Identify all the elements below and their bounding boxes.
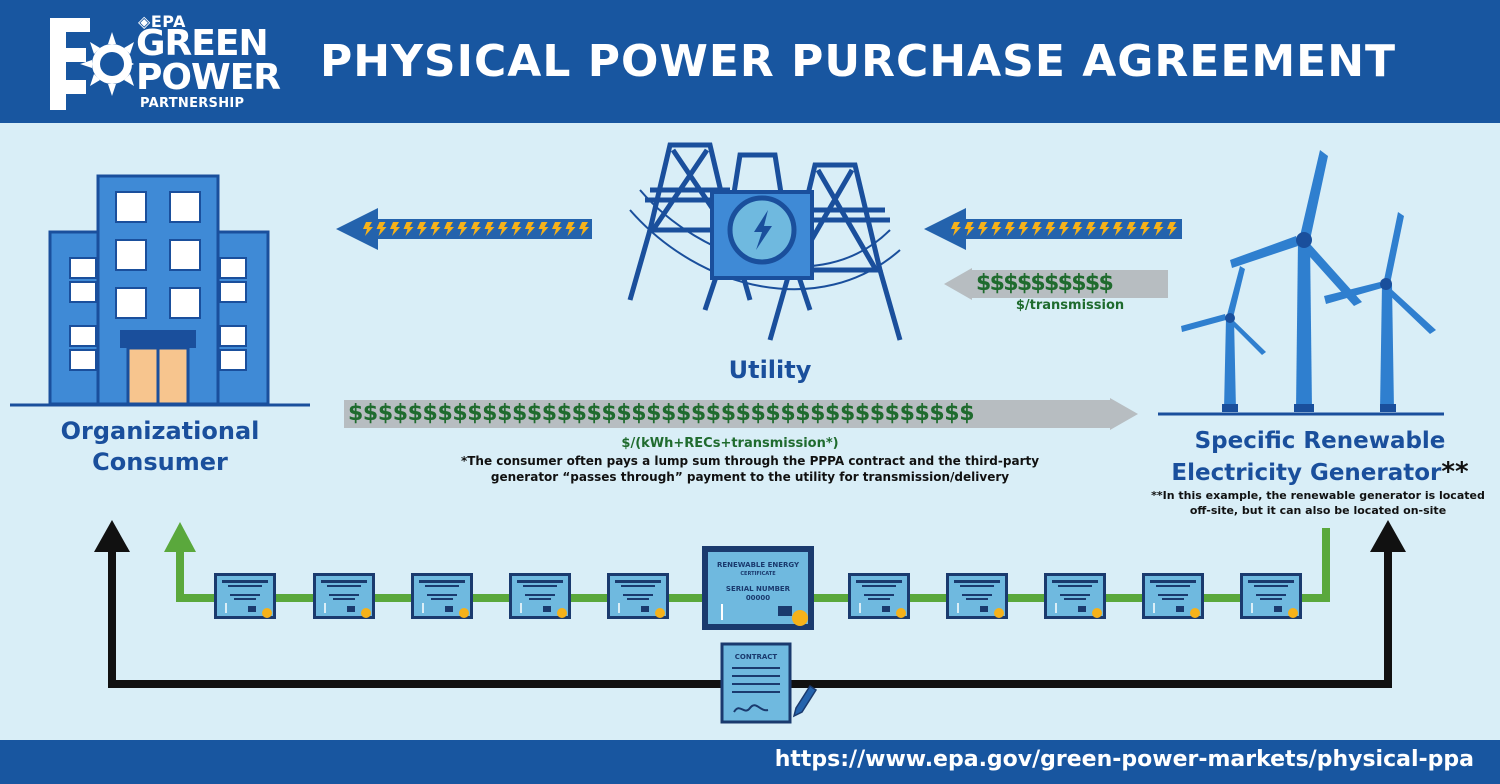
renewable-energy-certificate-small[interactable] bbox=[847, 572, 911, 620]
renewable-energy-certificate-small[interactable] bbox=[1239, 572, 1303, 620]
generator-note: **In this example, the renewable generat… bbox=[1140, 488, 1496, 518]
energy-arrow-utility-to-consumer bbox=[336, 208, 592, 250]
wind-turbine-icon[interactable] bbox=[1158, 150, 1444, 416]
signature-icon bbox=[733, 704, 769, 713]
footer-banner: https://www.epa.gov/green-power-markets/… bbox=[0, 740, 1500, 784]
transmission-payment-label: $/transmission bbox=[1015, 298, 1125, 313]
office-building-icon[interactable] bbox=[10, 174, 310, 407]
utility-label: Utility bbox=[728, 356, 812, 384]
consumer-payment-note-line2: generator “passes through” payment to th… bbox=[490, 470, 1010, 484]
consumer-payment-label: $/(kWh+RECs+transmission*) bbox=[621, 436, 839, 451]
certificate-title: RENEWABLE ENERGY bbox=[717, 561, 800, 569]
consumer-dollar-signs: $$$$$$$$$$$$$$$$$$$$$$$$$$$$$$$$$$$$$$$$… bbox=[348, 401, 975, 426]
logo-line3: PARTNERSHIP bbox=[140, 96, 245, 111]
consumer-payment-note-line1: *The consumer often pays a lump sum thro… bbox=[460, 454, 1040, 468]
generator-label: Specific Renewable Electricity Generator… bbox=[1150, 426, 1490, 489]
consumer-label-line1: Organizational bbox=[60, 417, 260, 445]
contract-title: CONTRACT bbox=[735, 653, 778, 661]
utility-meter-icon bbox=[710, 190, 814, 280]
certificate-serial-value: 00000 bbox=[746, 594, 770, 602]
renewable-energy-certificate-large[interactable]: RENEWABLE ENERGY CERTIFICATE SERIAL NUMB… bbox=[702, 546, 814, 630]
generator-footnote-mark: ** bbox=[1441, 457, 1469, 487]
renewable-energy-certificate-small[interactable] bbox=[312, 572, 376, 620]
logo-line1: GREEN bbox=[136, 23, 269, 64]
solar-panel-mini-icon bbox=[778, 606, 792, 616]
consumer-payment-arrow bbox=[344, 398, 1138, 430]
renewable-energy-certificate-small[interactable] bbox=[508, 572, 572, 620]
generator-note-line2: off-site, but it can also be located on-… bbox=[1189, 504, 1447, 517]
contract-document-icon[interactable]: CONTRACT bbox=[720, 642, 818, 724]
epa-green-power-logo[interactable]: ◈EPA GREEN POWER PARTNERSHIP bbox=[50, 10, 290, 111]
renewable-energy-certificate-small[interactable] bbox=[1141, 572, 1205, 620]
rec-arrow-to-consumer bbox=[164, 522, 196, 552]
generator-note-line1: **In this example, the renewable generat… bbox=[1151, 489, 1485, 502]
sunburst-icon bbox=[50, 18, 134, 110]
logo-agency-text: EPA bbox=[150, 12, 186, 31]
renewable-energy-certificate-small[interactable] bbox=[1043, 572, 1107, 620]
renewable-energy-certificate-small[interactable] bbox=[213, 572, 277, 620]
energy-arrow-generator-to-utility bbox=[924, 208, 1182, 250]
transmission-dollar-signs: $$$$$$$$$$ bbox=[976, 271, 1114, 296]
header-banner: ◈EPA GREEN POWER PARTNERSHIP PHYSICAL PO… bbox=[0, 0, 1500, 123]
transmission-payment-arrow bbox=[944, 268, 1168, 300]
renewable-energy-certificate-small[interactable] bbox=[410, 572, 474, 620]
renewable-energy-certificate-small[interactable] bbox=[945, 572, 1009, 620]
renewable-energy-certificate-small[interactable] bbox=[606, 572, 670, 620]
epa-leaf-icon: ◈ bbox=[138, 12, 151, 31]
pen-icon bbox=[792, 684, 818, 718]
contract-arrow-to-generator bbox=[1370, 520, 1406, 552]
consumer-label: Organizational Consumer bbox=[30, 416, 290, 478]
certificate-subtitle: CERTIFICATE bbox=[740, 571, 776, 577]
generator-label-line2-text: Electricity Generator bbox=[1171, 460, 1442, 486]
generator-label-line2: Electricity Generator** bbox=[1150, 457, 1490, 489]
consumer-payment-note: *The consumer often pays a lump sum thro… bbox=[440, 453, 1060, 485]
seal-icon bbox=[792, 610, 808, 626]
contract-arrow-to-consumer bbox=[94, 520, 130, 552]
consumer-label-line2: Consumer bbox=[92, 448, 228, 476]
footer-url-link[interactable]: https://www.epa.gov/green-power-markets/… bbox=[774, 747, 1474, 772]
logo-agency: ◈EPA bbox=[138, 12, 186, 31]
certificate-serial-label: SERIAL NUMBER bbox=[726, 585, 791, 593]
page-title: PHYSICAL POWER PURCHASE AGREEMENT bbox=[320, 36, 1397, 87]
generator-label-line1: Specific Renewable bbox=[1194, 428, 1446, 454]
logo-line2: POWER bbox=[136, 57, 281, 98]
